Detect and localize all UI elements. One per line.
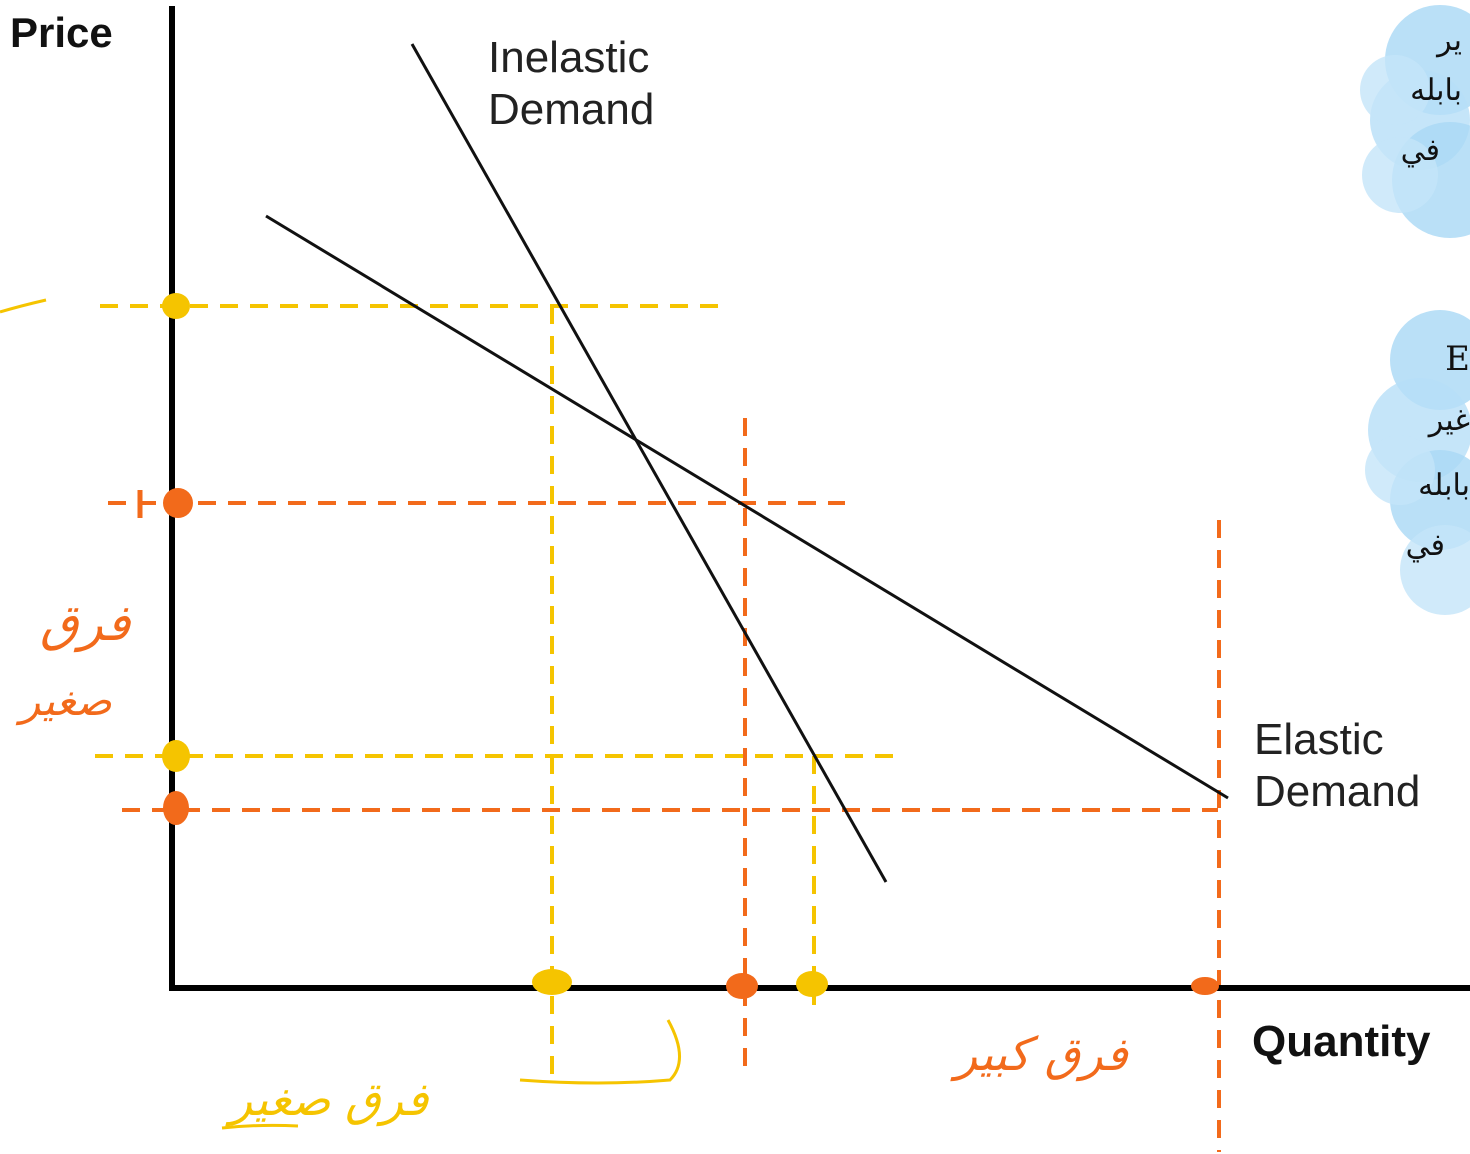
inelastic-label-line-2: Demand <box>488 85 654 134</box>
orange-guides <box>108 418 1221 1152</box>
inelastic-demand-curve <box>410 43 888 883</box>
side-note-2-line-2: بابله <box>1418 468 1470 503</box>
bottom-yellow-note: فرق صغير <box>225 1072 429 1127</box>
left-note-line-1: فرق <box>40 594 131 653</box>
yellow-marker-low-quantity <box>532 969 572 995</box>
x-axis-label: Quantity <box>1252 1017 1431 1066</box>
side-note-2-line-1: غير <box>1427 403 1470 438</box>
side-note-2-line-3: في <box>1406 528 1445 563</box>
inelastic-label-line-1: Inelastic <box>488 33 649 82</box>
yellow-marker-high-price <box>162 293 190 319</box>
cloud-note-top <box>1360 5 1470 238</box>
cloud-note-bottom <box>1365 310 1470 615</box>
elastic-demand-curve <box>265 214 1229 800</box>
orange-marker-low-quantity <box>726 973 758 999</box>
side-note-1-line-2: بابله <box>1410 73 1462 108</box>
left-note-line-2: صغير <box>15 676 112 726</box>
yellow-guides <box>95 304 905 1085</box>
axis-markers <box>137 293 1219 999</box>
elastic-label-line-1: Elastic <box>1254 715 1384 764</box>
yellow-marker-low-price <box>162 740 190 772</box>
orange-marker-high-price <box>163 488 193 518</box>
orange-marker-high-quantity <box>1191 977 1219 995</box>
yellow-marker-high-quantity <box>796 971 828 997</box>
side-note-1-line-3: في <box>1401 133 1440 168</box>
side-note-2-initial: E <box>1445 339 1470 379</box>
yellow-brace <box>519 1019 681 1085</box>
y-axis-label: Price <box>10 9 113 56</box>
bottom-orange-note: فرق كبير <box>950 1027 1129 1082</box>
side-note-1-line-1: ير <box>1435 23 1462 58</box>
orange-marker-low-price <box>163 791 189 825</box>
elastic-label-line-2: Demand <box>1254 767 1420 816</box>
